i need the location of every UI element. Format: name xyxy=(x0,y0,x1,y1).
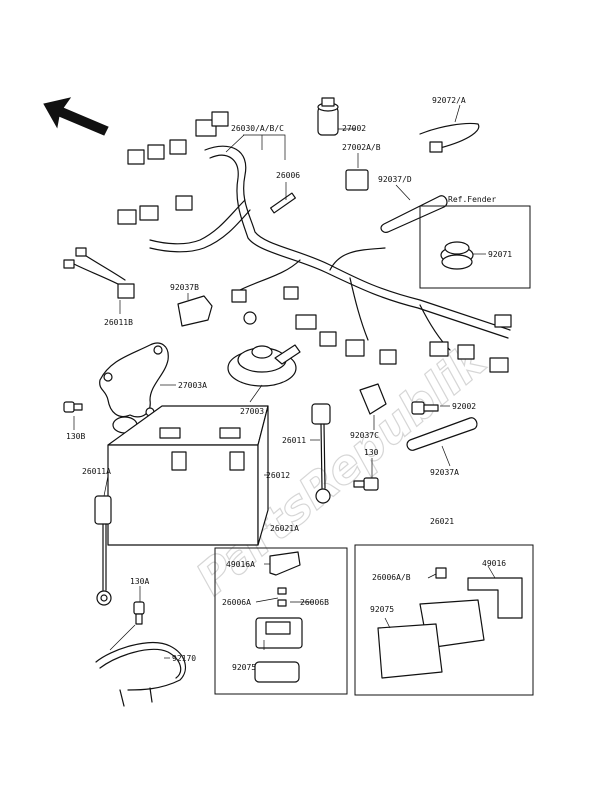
label-27002ab: 27002A/B xyxy=(342,143,381,152)
label-27002: 27002 xyxy=(342,124,366,133)
ref-fender-box xyxy=(419,205,531,289)
label-26012: 26012 xyxy=(266,471,290,480)
clamp-92037b xyxy=(177,295,213,327)
label-26006a-left: 26006A xyxy=(222,598,251,607)
label-ref-fender: Ref.Fender xyxy=(448,195,496,204)
bolt-130b xyxy=(63,401,83,413)
cable-26011a xyxy=(94,495,112,606)
sub-harness-26011b xyxy=(63,247,135,299)
label-26006: 26006 xyxy=(276,171,300,180)
clamp-92037c xyxy=(359,383,387,415)
label-26006b: 26006B xyxy=(300,598,329,607)
label-92037b: 92037B xyxy=(170,283,199,292)
fuse-box-26021-group xyxy=(354,544,534,696)
bolt-130a xyxy=(133,601,145,625)
label-92071: 92071 xyxy=(488,250,512,259)
label-92002: 92002 xyxy=(452,402,476,411)
label-26030abc: 26030/A/B/C xyxy=(231,124,284,133)
label-26021a: 26021A xyxy=(270,524,299,533)
label-49016a: 49016A xyxy=(226,560,255,569)
relay-27002ab xyxy=(345,169,369,191)
label-130a: 130A xyxy=(130,577,149,586)
holder-92170 xyxy=(95,642,187,707)
label-92037a: 92037A xyxy=(430,468,459,477)
label-26006ab: 26006A/B xyxy=(372,573,411,582)
label-92037d: 92037/D xyxy=(378,175,412,184)
bolt-130 xyxy=(353,477,379,491)
main-wiring-harness xyxy=(117,111,512,373)
label-26011b: 26011B xyxy=(104,318,133,327)
bolt-92002 xyxy=(411,401,439,415)
part-number-labels: 26030/A/B/C 26006 27002 27002A/B 92072/A… xyxy=(66,96,512,672)
relay-27002 xyxy=(317,97,339,136)
band-92072a xyxy=(419,122,480,153)
label-92170: 92170 xyxy=(172,654,196,663)
label-92072a: 92072/A xyxy=(432,96,466,105)
label-130: 130 xyxy=(364,448,379,457)
battery-26012 xyxy=(107,405,269,546)
label-27003a: 27003A xyxy=(178,381,207,390)
label-27003: 27003 xyxy=(240,407,264,416)
clamp-92037a xyxy=(406,417,478,451)
label-26011: 26011 xyxy=(282,436,306,445)
label-26021: 26021 xyxy=(430,517,454,526)
label-130b: 130B xyxy=(66,432,85,441)
label-49016: 49016 xyxy=(482,559,506,568)
clamp-92037d xyxy=(380,195,448,233)
leader-lines xyxy=(73,104,496,659)
tube-26006 xyxy=(270,192,296,214)
cable-26011 xyxy=(311,403,331,504)
front-direction-arrow-icon xyxy=(43,97,109,136)
fuse-box-26021a-group xyxy=(214,547,348,695)
label-92037c: 92037C xyxy=(350,431,379,440)
horn-27003 xyxy=(227,344,301,387)
label-26011a: 26011A xyxy=(82,467,111,476)
label-92075-right: 92075 xyxy=(370,605,394,614)
label-92075-left: 92075 xyxy=(232,663,256,672)
